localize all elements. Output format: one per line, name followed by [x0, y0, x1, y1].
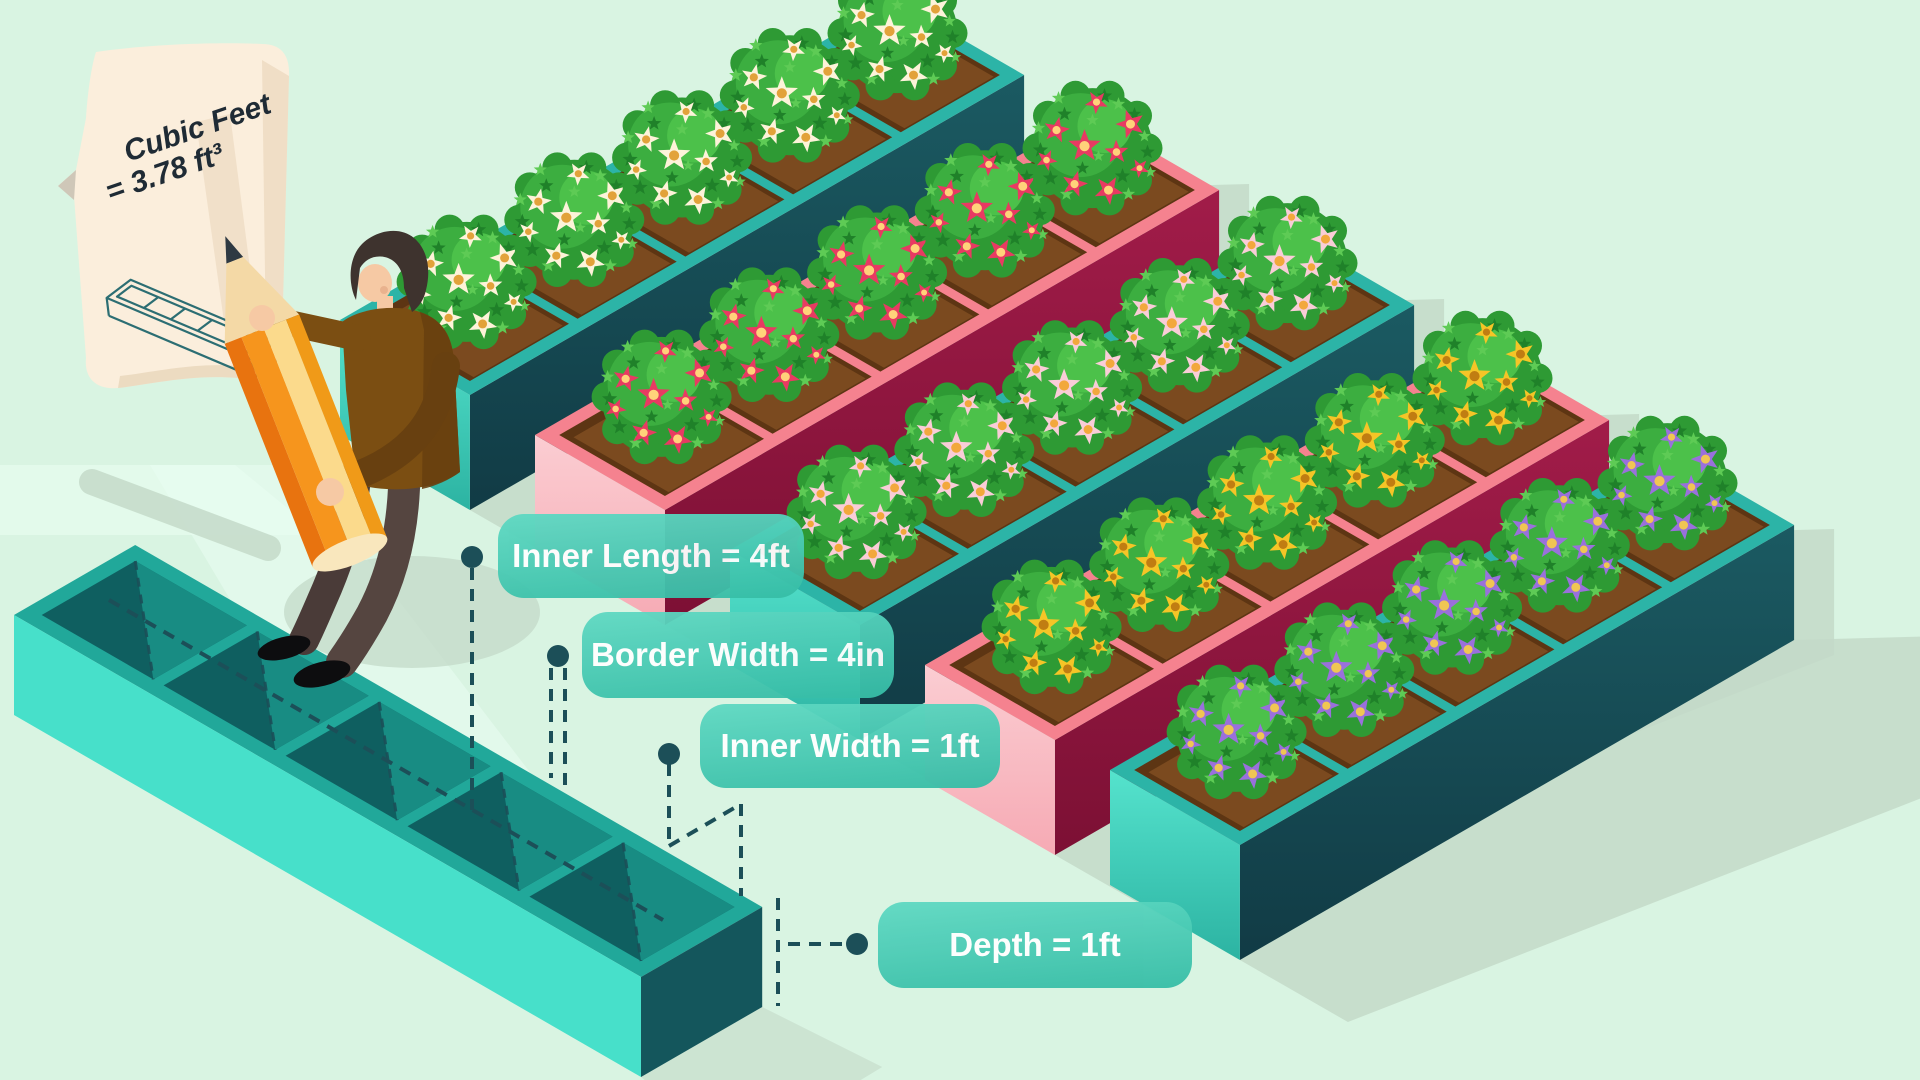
empty-cell-wall — [135, 561, 247, 680]
empty-cell-wall — [257, 631, 369, 750]
empty-cell-wall — [501, 772, 613, 891]
flower-bush-gold — [1197, 435, 1337, 570]
empty-cell-wall — [623, 842, 735, 961]
flower-bush-cream — [612, 90, 752, 225]
flower-bush-pink — [894, 382, 1034, 517]
hand-upper — [249, 305, 275, 331]
leg-front — [326, 472, 420, 678]
label-inner-width: Inner Width = 1ft — [700, 704, 1000, 788]
pencil-butt — [312, 533, 388, 572]
label-border-width: Border Width = 4in — [582, 612, 894, 698]
flower-bush-pink — [1110, 258, 1250, 393]
flower-bush-gold — [1413, 311, 1553, 446]
flower-bush-crimson — [699, 267, 839, 402]
row-shadow — [1239, 636, 1920, 1022]
label-inner-length: Inner Length = 4ft — [498, 514, 804, 598]
flower-bush-cream — [504, 152, 644, 287]
measure-dot — [658, 743, 680, 765]
measurement-lines — [107, 546, 868, 1006]
empty-front-face — [14, 615, 641, 1077]
empty-planter-shadow — [641, 1007, 883, 1080]
flower-bush-crimson — [592, 330, 732, 465]
measure-dash — [107, 598, 665, 922]
flower-bush-purple — [1382, 540, 1522, 675]
flower-bush-purple — [1167, 665, 1307, 800]
hand-lower — [316, 478, 344, 506]
paper-curl — [58, 170, 76, 200]
shoe — [293, 660, 351, 688]
flower-bush-purple — [1598, 416, 1738, 551]
planter-row-5-purple — [1110, 416, 1920, 1022]
flower-bush-cream — [828, 0, 968, 100]
measure-dot — [547, 645, 569, 667]
flower-bush-gold — [982, 560, 1122, 695]
flower-bush-purple — [1274, 602, 1414, 737]
planter-end-face — [1110, 770, 1240, 960]
flower-bush-pink — [1002, 320, 1142, 455]
flower-bush-purple — [1490, 478, 1630, 613]
sketch-dash — [133, 560, 155, 680]
flower-bush-crimson — [1023, 81, 1163, 216]
person — [257, 230, 460, 688]
pencil-wood — [224, 257, 300, 344]
arm-lower — [336, 352, 460, 492]
pencil-point — [225, 236, 244, 264]
flower-bush-cream — [720, 28, 860, 163]
flower-bush-gold — [1089, 497, 1229, 632]
sketch-dash — [621, 842, 643, 962]
flower-bush-crimson — [807, 205, 947, 340]
measure-dot — [461, 546, 483, 568]
head — [358, 264, 392, 302]
empty-end-face — [641, 907, 763, 1077]
paper-bottom-shade — [118, 365, 240, 388]
flower-bush-gold — [1305, 373, 1445, 508]
measure-dot — [846, 933, 868, 955]
measure-dash — [667, 802, 743, 848]
flower-bush-pink — [787, 445, 927, 580]
planter-front-face — [1239, 525, 1795, 960]
pencil-shadow — [79, 469, 281, 561]
ear — [380, 286, 388, 294]
flower-bush-pink — [1218, 196, 1358, 331]
empty-cell-wall — [379, 701, 491, 821]
paper-edge-shade — [262, 60, 289, 344]
label-depth: Depth = 1ft — [878, 902, 1192, 988]
flower-bush-crimson — [915, 143, 1055, 278]
hair — [350, 230, 429, 312]
shoe — [257, 635, 311, 661]
